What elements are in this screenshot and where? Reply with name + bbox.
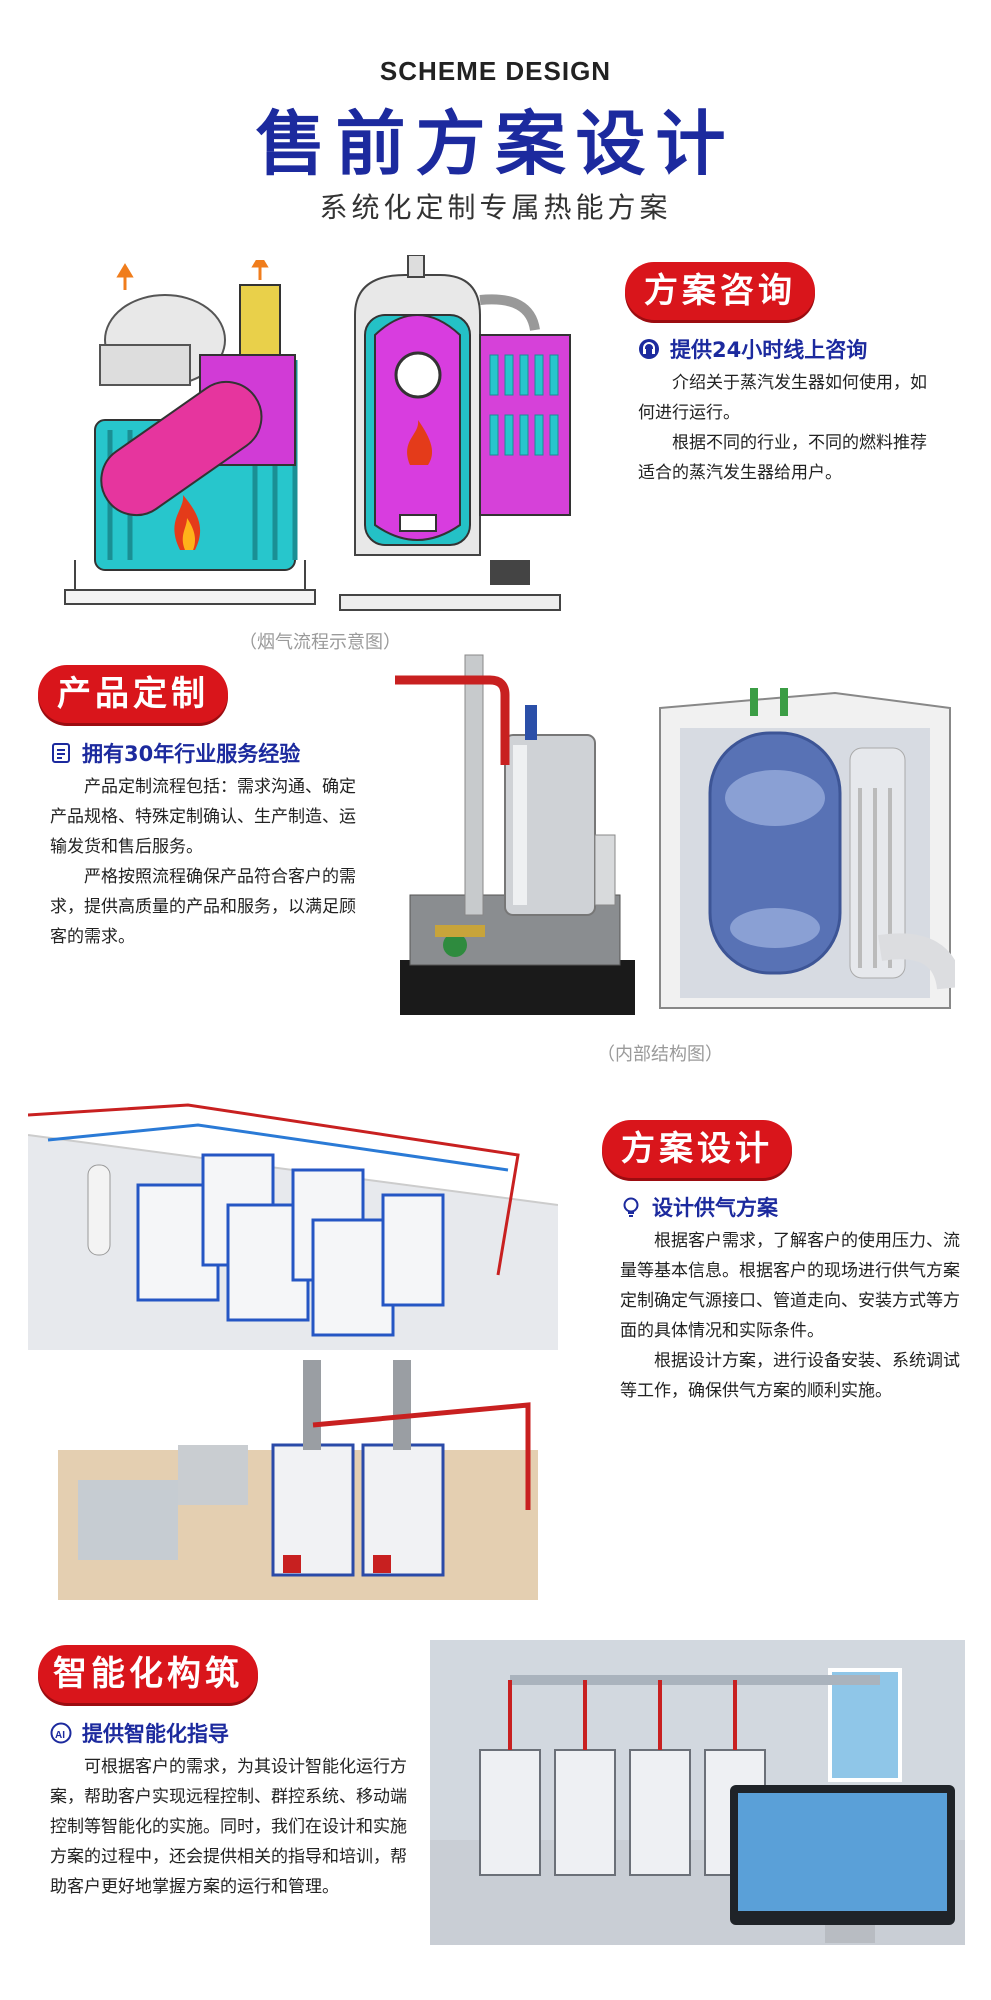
badge-consultation: 方案咨询 (625, 262, 815, 320)
section2-para2: 严格按照流程确保产品符合客户的需求，提供高质量的产品和服务，以满足顾客的需求。 (50, 867, 356, 947)
section3-subtitle-text: 设计供气方案 (652, 1196, 778, 1220)
page-subtitle: 系统化定制专属热能方案 (319, 191, 672, 224)
section3-para1: 根据客户需求，了解客户的使用压力、流量等基本信息。根据客户的现场进行供气方案定制… (620, 1231, 960, 1341)
section1-para2: 根据不同的行业，不同的燃料推荐适合的蒸汽发生器给用户。 (638, 433, 927, 483)
header-en-title: SCHEME DESIGN (379, 56, 612, 86)
flue-diagram-caption: （烟气流程示意图） (239, 632, 401, 653)
section4-subtitle: AI 提供智能化指导 (50, 1718, 229, 1748)
steam-generator-3d-model (395, 645, 645, 1025)
gas-supply-layout-image (28, 1085, 558, 1350)
boiler-flue-diagram-left (55, 260, 325, 620)
section2-subtitle-text: 拥有30年行业服务经验 (82, 742, 301, 766)
section3-subtitle: 设计供气方案 (620, 1192, 778, 1222)
badge-customization: 产品定制 (38, 665, 228, 723)
badge-smart-construction: 智能化构筑 (38, 1645, 258, 1703)
ai-icon: AI (50, 1722, 72, 1744)
structure-caption: （内部结构图） (597, 1044, 723, 1065)
boiler-room-layout-image (58, 1350, 558, 1605)
section2-subtitle: 拥有30年行业服务经验 (50, 738, 300, 768)
steam-generator-cutaway-model (655, 688, 955, 1033)
document-icon (50, 742, 72, 764)
section1-subtitle-text: 提供24小时线上咨询 (670, 338, 868, 362)
badge-scheme-design: 方案设计 (602, 1120, 792, 1178)
section2-body: 产品定制流程包括：需求沟通、确定产品规格、特殊定制确认、生产制造、运输发货和售后… (50, 772, 360, 952)
section3-para2: 根据设计方案，进行设备安装、系统调试等工作，确保供气方案的顺利实施。 (620, 1351, 960, 1401)
section2-para1: 产品定制流程包括：需求沟通、确定产品规格、特殊定制确认、生产制造、运输发货和售后… (50, 777, 356, 857)
page-title: 售前方案设计 (255, 103, 736, 185)
svg-text:AI: AI (55, 1730, 65, 1741)
boiler-flue-diagram-right (330, 255, 580, 620)
headset-icon (638, 338, 660, 360)
section1-subtitle: 提供24小时线上咨询 (638, 334, 867, 364)
section3-body: 根据客户需求，了解客户的使用压力、流量等基本信息。根据客户的现场进行供气方案定制… (620, 1226, 970, 1406)
section4-body: 可根据客户的需求，为其设计智能化运行方案，帮助客户实现远程控制、群控系统、移动端… (50, 1752, 420, 1902)
section1-para1: 介绍关于蒸汽发生器如何使用，如何进行运行。 (638, 373, 927, 423)
section4-subtitle-text: 提供智能化指导 (82, 1722, 229, 1746)
section1-body: 介绍关于蒸汽发生器如何使用，如何进行运行。 根据不同的行业，不同的燃料推荐适合的… (638, 368, 938, 488)
section4-para1: 可根据客户的需求，为其设计智能化运行方案，帮助客户实现远程控制、群控系统、移动端… (50, 1757, 407, 1897)
lightbulb-icon (620, 1196, 642, 1218)
smart-boiler-room-image (430, 1640, 965, 1945)
